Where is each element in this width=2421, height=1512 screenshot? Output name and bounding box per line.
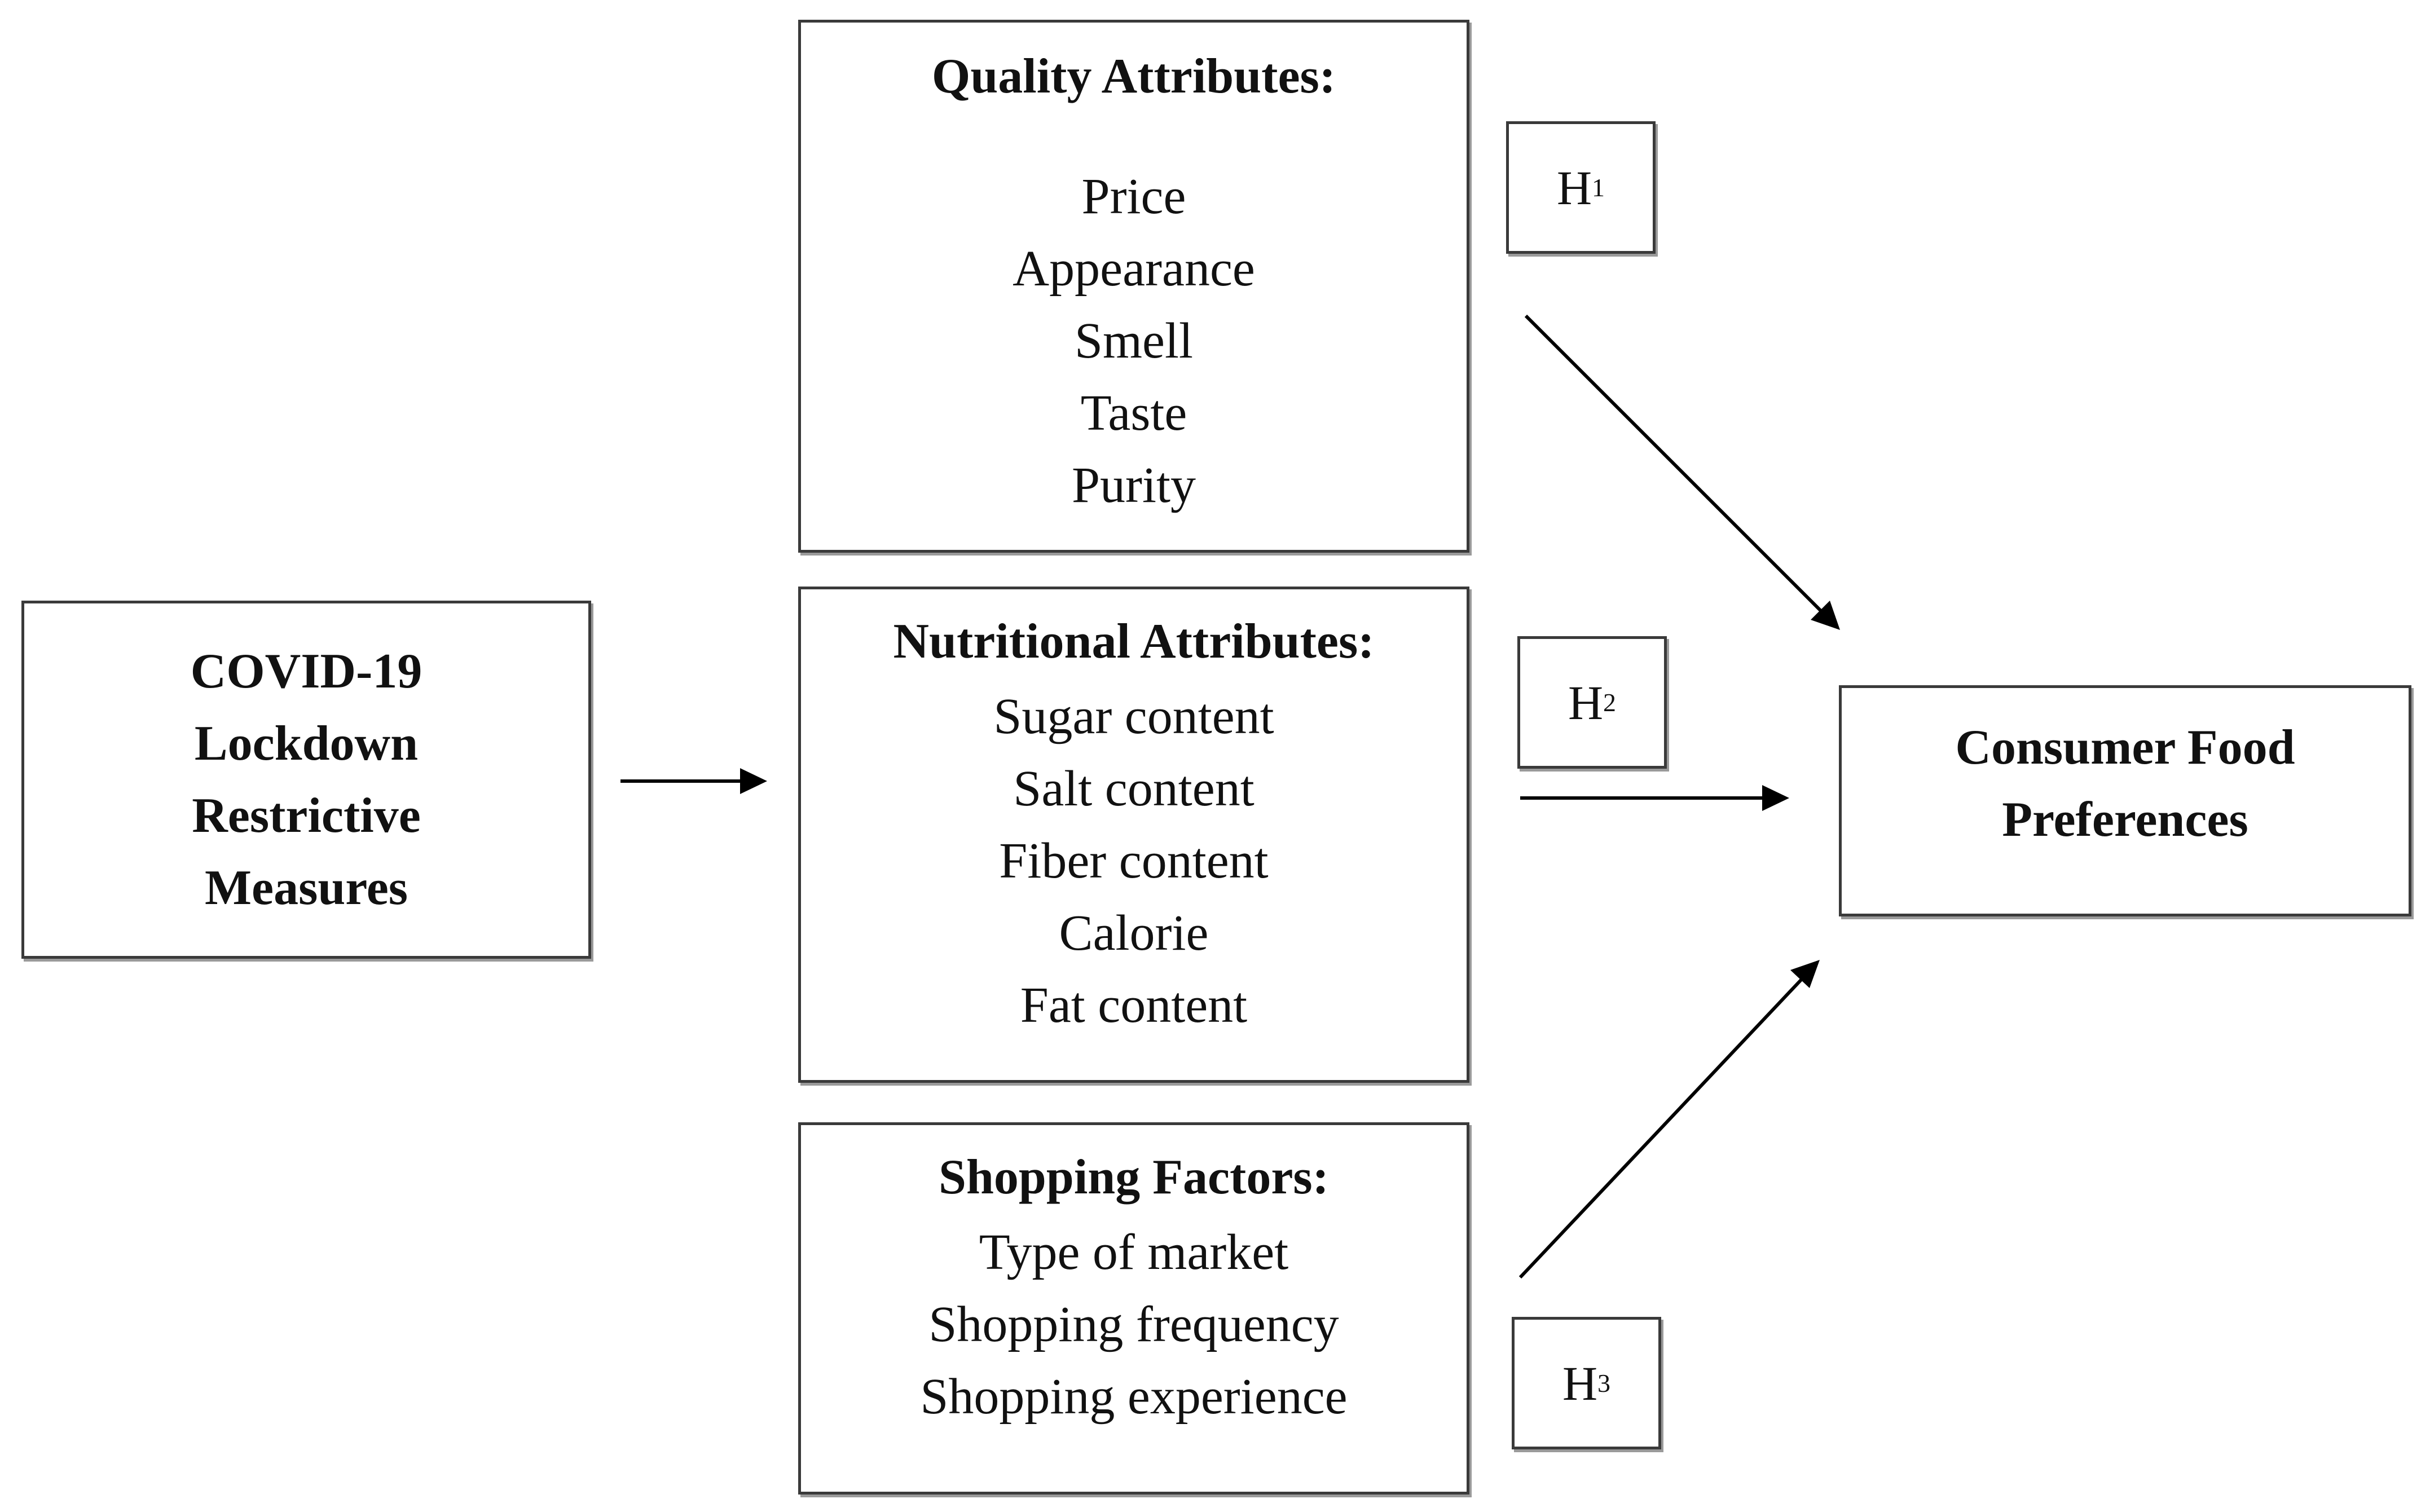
h2-letter: H	[1568, 675, 1604, 730]
shopping-item-market: Type of market	[979, 1224, 1289, 1280]
nutritional-attributes-title: Nutritional Attributes:	[893, 614, 1375, 669]
nutritional-attributes-box: Nutritional Attributes: Sugar content Sa…	[798, 587, 1469, 1083]
covid-line-2: Lockdown	[194, 716, 419, 771]
quality-item-price: Price	[1081, 168, 1186, 224]
quality-item-taste: Taste	[1080, 385, 1187, 441]
covid-lockdown-text: COVID-19 Lockdown Restrictive Measures	[24, 636, 588, 924]
nutrition-item-calorie: Calorie	[1059, 905, 1209, 961]
outcome-line-2: Preferences	[2002, 792, 2248, 847]
h3-arrow	[1518, 960, 1820, 1279]
covid-line-3: Restrictive	[192, 788, 421, 843]
nutrition-item-sugar: Sugar content	[993, 688, 1274, 744]
covid-line-1: COVID-19	[190, 643, 422, 699]
covid-line-4: Measures	[204, 860, 408, 915]
h3-letter: H	[1562, 1356, 1598, 1410]
nutrition-item-salt: Salt content	[1013, 760, 1254, 817]
shopping-item-experience: Shopping experience	[920, 1368, 1348, 1425]
quality-attributes-title: Quality Attributes:	[931, 49, 1336, 104]
h1-letter: H	[1556, 160, 1592, 215]
consumer-food-preferences-box: Consumer Food Preferences	[1839, 685, 2411, 916]
quality-item-purity: Purity	[1071, 457, 1196, 513]
h2-arrow	[1520, 785, 1789, 811]
shopping-item-frequency: Shopping frequency	[928, 1296, 1339, 1352]
quality-item-appearance: Appearance	[1013, 240, 1255, 297]
h1-subscript: 1	[1592, 173, 1605, 202]
quality-attributes-box: Quality Attributes: Price Appearance Sme…	[798, 20, 1469, 553]
shopping-factors-box: Shopping Factors: Type of market Shoppin…	[798, 1122, 1469, 1495]
h3-subscript: 3	[1597, 1369, 1611, 1398]
covid-to-attributes-arrow	[620, 768, 767, 794]
covid-lockdown-box: COVID-19 Lockdown Restrictive Measures	[21, 601, 591, 959]
nutrition-item-fiber: Fiber content	[999, 832, 1269, 889]
nutrition-item-fat: Fat content	[1020, 977, 1248, 1033]
outcome-line-1: Consumer Food	[1955, 720, 2295, 775]
shopping-factors-title: Shopping Factors:	[939, 1150, 1329, 1205]
quality-item-smell: Smell	[1074, 312, 1193, 369]
h2-subscript: 2	[1603, 688, 1617, 717]
h1-arrow	[1524, 314, 1840, 630]
